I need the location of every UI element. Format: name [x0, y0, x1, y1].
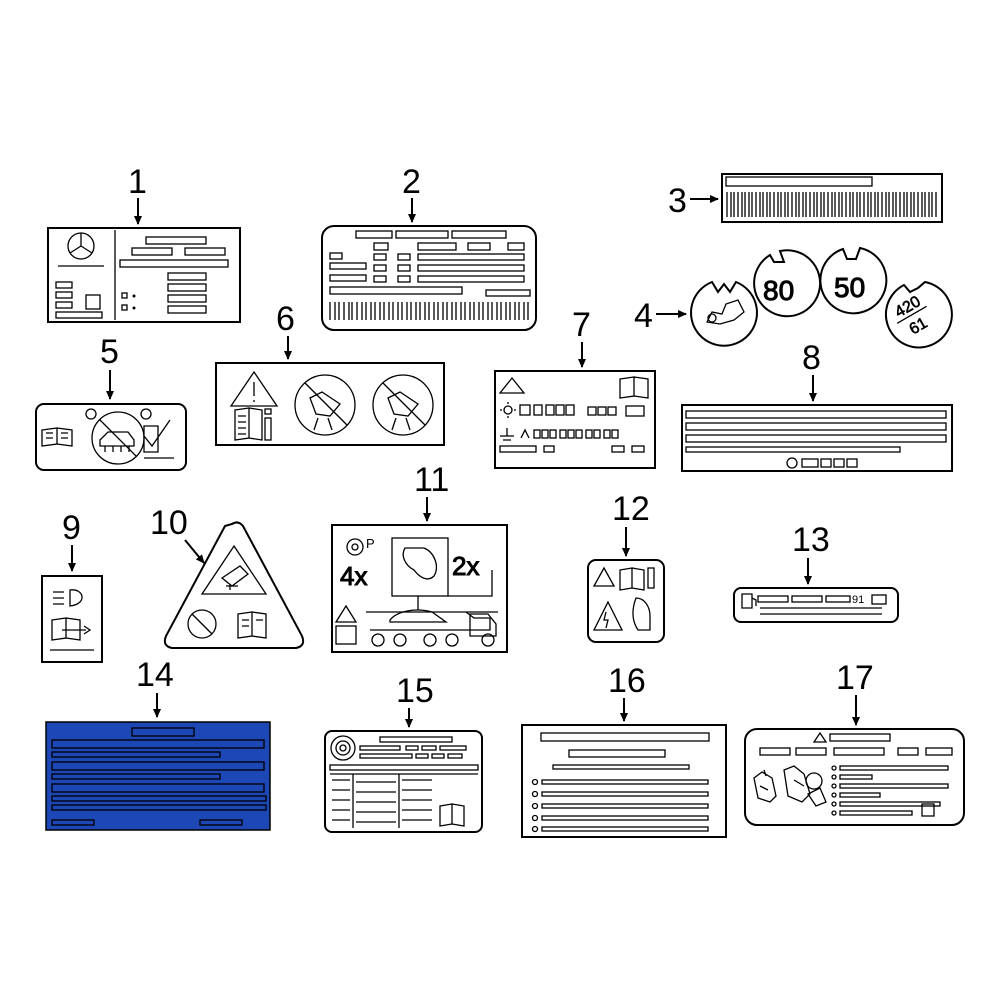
label-13-plate	[733, 587, 899, 623]
label-2-group[interactable]: 2	[321, 163, 537, 331]
manual-icon	[871, 594, 887, 605]
wrench-icon	[62, 625, 92, 635]
label-1-plate	[47, 227, 241, 323]
label-6-plate	[215, 362, 445, 446]
label-1-group[interactable]: 1	[47, 163, 241, 323]
label-3-group[interactable]: 3	[668, 173, 943, 223]
callout-number-7: 7	[572, 306, 591, 344]
label-13-group[interactable]: 13 91	[733, 521, 899, 623]
sun-icon	[503, 405, 513, 415]
callout-number-8: 8	[802, 339, 821, 377]
speed-disc-50	[819, 246, 888, 315]
seat-disc	[690, 280, 758, 347]
text-2x: 2x	[452, 551, 479, 581]
label-8-plate	[681, 404, 953, 472]
callout-number-15: 15	[396, 672, 434, 710]
disc-label-50: 50	[834, 272, 865, 303]
callout-number-17: 17	[836, 659, 874, 697]
electric-hazard-icon	[592, 600, 624, 631]
tow-truck-icon	[469, 613, 497, 637]
label-8-group[interactable]: 8	[681, 339, 953, 472]
pressure-disc	[884, 280, 953, 349]
label-7-group[interactable]: 7	[494, 306, 656, 469]
label-10-group[interactable]: 10	[150, 504, 305, 649]
label-4-group[interactable]: 4 80 50 420 61	[634, 246, 953, 349]
callout-number-1: 1	[128, 163, 147, 201]
manual-icon	[335, 625, 357, 645]
child-seat-icon	[706, 299, 745, 325]
callout-number-3: 3	[668, 182, 687, 220]
label-11-plate	[331, 524, 508, 653]
callout-arrow-10	[184, 539, 205, 564]
callout-number-13: 13	[792, 521, 830, 559]
fuel-pump-icon	[741, 593, 757, 609]
text-4x: 4x	[340, 561, 367, 591]
seat-airbag-icon	[753, 769, 777, 803]
manual-icon	[234, 407, 263, 441]
prohibited-icon	[187, 609, 217, 639]
hand-icon	[632, 597, 651, 631]
label-14-group[interactable]: 14	[45, 656, 271, 831]
callout-number-5: 5	[100, 333, 119, 371]
label-5-plate	[35, 403, 187, 471]
callout-number-12: 12	[612, 490, 650, 528]
manual-icon	[237, 611, 267, 639]
label-5-group[interactable]: 5	[35, 333, 187, 471]
label-12-group[interactable]: 12	[587, 490, 665, 643]
callout-number-9: 9	[62, 509, 81, 547]
wheel-lock-icon	[402, 547, 438, 580]
callout-number-6: 6	[276, 300, 295, 338]
label-11-group[interactable]: 11 P 4x 2x	[331, 461, 508, 653]
callout-number-4: 4	[634, 297, 653, 335]
speed-disc-80	[753, 249, 822, 318]
warning-triangle-icon	[334, 604, 358, 623]
warning-triangle-icon	[592, 566, 616, 587]
label-17-group[interactable]: 17	[744, 659, 965, 826]
manual-icon	[619, 567, 645, 591]
warning-triangle-icon	[229, 370, 279, 407]
barcode-icon	[726, 192, 937, 217]
headlamp-icon	[69, 589, 83, 607]
callout-number-16: 16	[608, 662, 646, 700]
label-6-group[interactable]: 6	[215, 300, 445, 446]
airbag-icon	[805, 772, 823, 790]
label-15-group[interactable]: 15	[324, 672, 483, 833]
callout-number-11: 11	[414, 461, 449, 499]
warning-triangle-icon	[498, 376, 526, 394]
callout-number-14: 14	[136, 656, 174, 694]
manual-icon	[41, 427, 73, 447]
checked-icon	[143, 419, 171, 453]
octane-text: 91	[852, 594, 864, 606]
label-15-plate	[324, 730, 483, 833]
disc-label-80: 80	[763, 275, 794, 306]
seat-airbag-icon	[783, 765, 811, 803]
label-14-plate-highlighted	[45, 721, 271, 831]
no-child-seat-icon	[372, 374, 434, 436]
warning-triangle-icon	[200, 544, 268, 595]
label-16-plate	[521, 724, 727, 838]
device-icon	[500, 428, 514, 441]
tire-pressure-icon	[346, 538, 364, 556]
tire-icon	[330, 735, 356, 761]
warning-triangle-icon	[812, 731, 828, 743]
callout-number-2: 2	[402, 163, 421, 201]
parking-text: P	[366, 536, 375, 551]
callout-number-10: 10	[150, 504, 188, 542]
manual-icon	[619, 376, 649, 399]
label-7-plate	[494, 370, 656, 469]
label-9-group[interactable]: 9	[41, 509, 103, 663]
manual-icon	[439, 803, 465, 827]
label-16-group[interactable]: 16	[521, 662, 727, 838]
car-icon	[389, 609, 449, 623]
barcode-icon	[329, 302, 529, 320]
no-child-seat-icon	[294, 374, 356, 436]
